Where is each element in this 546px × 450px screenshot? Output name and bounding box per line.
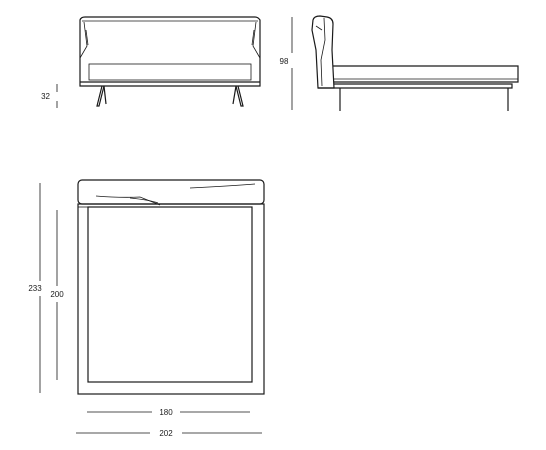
front-headboard-outline [79, 16, 261, 87]
top-headboard [77, 179, 265, 205]
top-headboard-wrinkle-3 [129, 197, 159, 204]
top-mattress [87, 206, 253, 383]
top-headboard-wrinkle-1 [95, 195, 161, 206]
side-base [318, 83, 513, 89]
side-headboard-fold [320, 17, 326, 87]
front-left-fold [79, 21, 88, 59]
front-right-leg [235, 85, 244, 107]
front-right-leg-2 [232, 85, 237, 105]
front-right-fold-inner [251, 29, 255, 46]
side-headboard-fold-2 [315, 25, 323, 31]
top-view: 233 200 180 202 [28, 179, 265, 438]
top-overall-width-label: 202 [159, 429, 173, 438]
side-headboard-outline [311, 15, 335, 89]
side-height-label: 98 [280, 57, 289, 66]
front-leg-height-label: 32 [41, 92, 50, 101]
front-view: 32 [41, 16, 261, 108]
front-mattress [88, 63, 252, 81]
top-outer-frame [77, 203, 265, 395]
front-right-fold [252, 21, 261, 59]
front-left-leg-2 [103, 85, 107, 105]
top-mattress-length-label: 200 [50, 290, 64, 299]
top-overall-length-label: 233 [28, 284, 42, 293]
front-left-leg [96, 85, 105, 107]
top-mattress-width-label: 180 [159, 408, 173, 417]
top-headboard-wrinkle-2 [189, 183, 256, 189]
side-view: 98 [280, 15, 519, 111]
side-platform [333, 65, 519, 83]
front-left-fold-inner [85, 29, 89, 46]
